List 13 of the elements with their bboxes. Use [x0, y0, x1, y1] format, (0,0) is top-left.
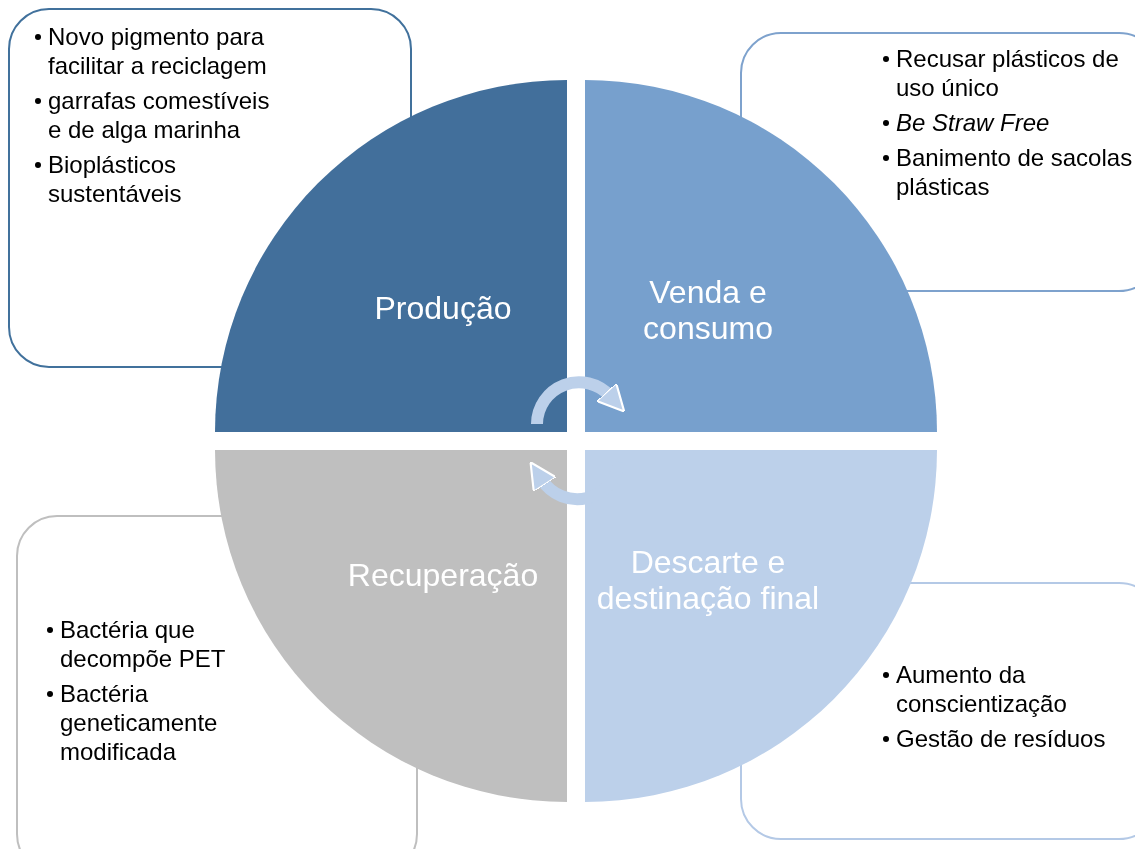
bullet-text: Recusar plásticos de uso único: [896, 45, 1119, 101]
bullet-text: Banimento de sacolas plásticas: [896, 144, 1133, 200]
bullet-text: garrafas comestíveis e de alga marinha: [48, 87, 270, 143]
segment-label: Descarte e destinação final: [595, 544, 821, 616]
bullet-text: Bactéria que decompõe PET: [60, 616, 226, 672]
segment-label: Recuperação: [346, 557, 540, 593]
segment-label: Produção: [373, 290, 513, 326]
bullet-text: Bioplásticos sustentáveis: [48, 151, 182, 207]
bullet-text: Be Straw Free: [896, 109, 1050, 136]
bullet-text: Aumento da conscientização: [896, 661, 1067, 717]
bullet-text: Gestão de resíduos: [896, 725, 1106, 752]
segment-label: Venda e consumo: [642, 274, 774, 346]
bullet-text: Bactéria geneticamente modificada: [60, 680, 218, 765]
